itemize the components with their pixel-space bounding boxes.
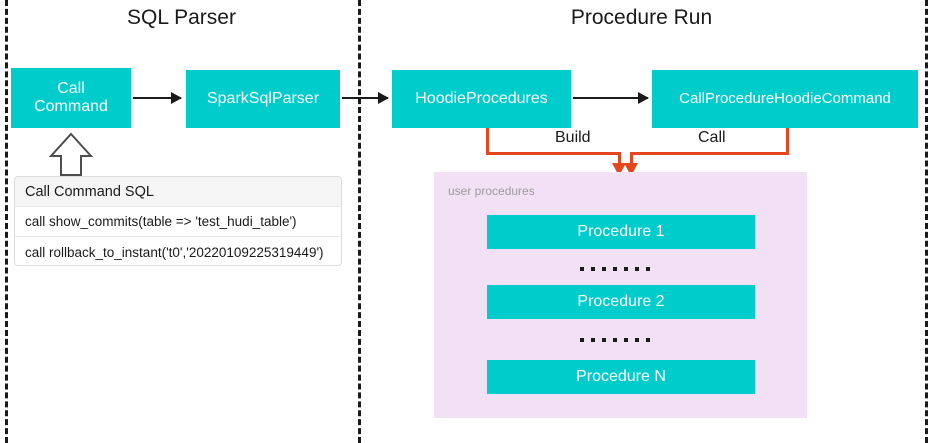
procedure-box-1[interactable]: Procedure 1 bbox=[487, 215, 755, 249]
section-title-sql-parser: SQL Parser bbox=[127, 6, 236, 29]
arrow-spark-parser-to-hoodie-procedures bbox=[342, 92, 389, 104]
node-call-command-label-line1: Call bbox=[57, 79, 85, 97]
node-spark-sql-parser-label: SparkSqlParser bbox=[206, 89, 320, 107]
sql-table-header: Call Command SQL bbox=[15, 177, 341, 207]
node-hoodie-procedures-label: HoodieProcedures bbox=[415, 89, 548, 107]
orange-line-build-vertical bbox=[486, 128, 489, 155]
user-procedures-label: user procedures bbox=[448, 184, 535, 198]
ellipsis-separator-2 bbox=[580, 338, 650, 342]
orange-line-call-horizontal bbox=[630, 152, 789, 155]
procedure-box-2-label: Procedure 2 bbox=[577, 293, 665, 310]
edge-label-call: Call bbox=[692, 129, 732, 147]
arrow-hoodie-procedures-to-call-command bbox=[573, 92, 649, 104]
edge-label-build: Build bbox=[549, 129, 597, 147]
node-call-command-label-line2: Command bbox=[34, 98, 108, 115]
node-hoodie-procedures[interactable]: HoodieProcedures bbox=[392, 70, 571, 128]
orange-line-call-vertical bbox=[786, 128, 789, 155]
orange-line-build-horizontal bbox=[486, 152, 621, 155]
sql-table-row: call rollback_to_instant('t0','202201092… bbox=[25, 244, 324, 260]
procedure-box-2[interactable]: Procedure 2 bbox=[487, 285, 755, 319]
orange-line-build-drop bbox=[618, 152, 621, 166]
divider-left bbox=[5, 0, 8, 443]
procedure-box-1-label: Procedure 1 bbox=[577, 223, 665, 240]
orange-line-call-drop bbox=[630, 152, 633, 166]
section-title-procedure-run: Procedure Run bbox=[570, 6, 713, 29]
node-spark-sql-parser[interactable]: SparkSqlParser bbox=[186, 70, 340, 128]
divider-right bbox=[925, 0, 928, 443]
arrow-call-command-to-spark-parser bbox=[133, 92, 182, 104]
up-arrow-icon bbox=[48, 131, 94, 177]
node-call-command[interactable]: Call Command bbox=[11, 68, 131, 128]
procedure-box-n[interactable]: Procedure N bbox=[487, 360, 755, 394]
node-call-procedure-hoodie-command[interactable]: CallProcedureHoodieCommand bbox=[652, 70, 918, 128]
call-command-sql-table: Call Command SQL call show_commits(table… bbox=[14, 176, 342, 266]
node-call-procedure-hoodie-command-label: CallProcedureHoodieCommand bbox=[679, 90, 891, 108]
ellipsis-separator-1 bbox=[580, 267, 650, 271]
sql-table-row: call show_commits(table => 'test_hudi_ta… bbox=[15, 207, 341, 237]
procedure-box-n-label: Procedure N bbox=[576, 368, 666, 385]
divider-middle bbox=[358, 0, 361, 443]
